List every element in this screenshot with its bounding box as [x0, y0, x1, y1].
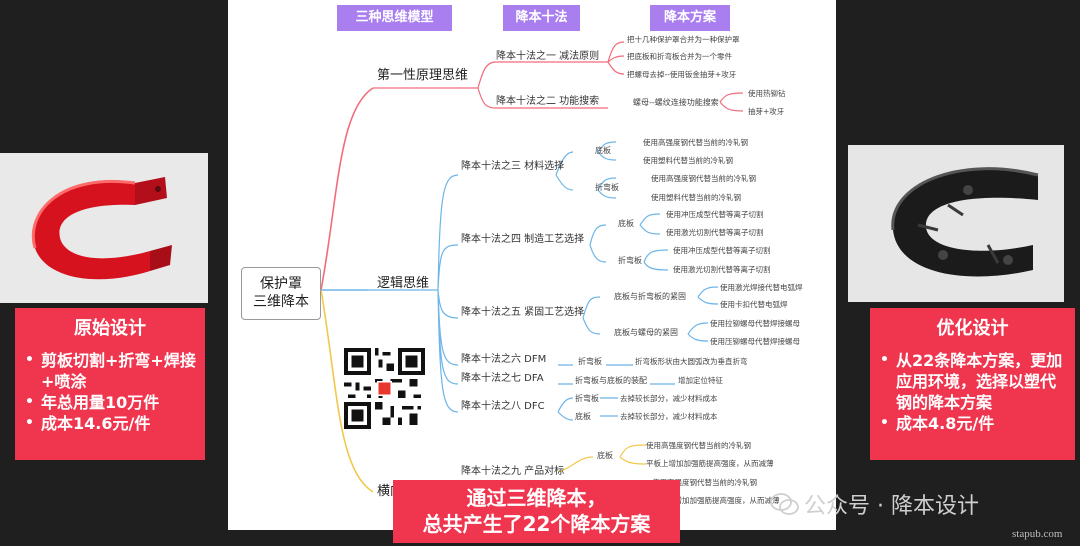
optimized-design-card: 优化设计 从22条降本方案，更加应用环境，选择以塑代钢的降本方案 成本4.8元/…	[870, 308, 1075, 460]
list-item: 成本4.8元/件	[880, 413, 1067, 434]
optimized-design-title: 优化设计	[936, 318, 1009, 339]
original-part-photo	[0, 153, 208, 303]
root-line-1: 保护罩	[260, 276, 302, 292]
branch-first-principle: 第一性原理思维	[377, 68, 469, 83]
sub-m3-a: 底板	[595, 146, 611, 155]
leaf-m4-3: 使用冲压成型代替等离子切割	[673, 246, 771, 255]
sub-m6-a: 折弯板	[578, 357, 602, 366]
leaf-m9-1: 使用高强度钢代替当前的冷轧钢	[646, 441, 751, 450]
sub-m9-a: 底板	[597, 451, 613, 460]
qr-code[interactable]	[344, 348, 425, 429]
sub-m5-b: 底板与螺母的紧固	[614, 328, 678, 337]
optimized-design-list: 从22条降本方案，更加应用环境，选择以塑代钢的降本方案 成本4.8元/件	[870, 350, 1075, 434]
leaf-m9-4: 平板上增加加强筋提高强度，从而减薄	[652, 496, 780, 505]
sub-m8-b: 底板	[575, 412, 591, 421]
leaf-m2-2: 抽芽+攻牙	[748, 107, 785, 116]
sub-m8-a: 折弯板	[575, 394, 599, 403]
method-4: 降本十法之四 制造工艺选择	[461, 234, 585, 245]
leaf-m4-1: 使用冲压成型代替等离子切割	[666, 210, 764, 219]
root-line-2: 三维降本	[253, 294, 309, 310]
optimized-part-photo	[848, 145, 1064, 302]
banner-line-2: 总共产生了22个降本方案	[422, 512, 651, 536]
leaf-m4-2: 使用激光切割代替等离子切割	[666, 228, 764, 237]
leaf-m8-1: 去掉较长部分，减少材料成本	[620, 394, 718, 403]
method-9: 降本十法之九 产品对标	[461, 466, 565, 477]
watermark-url: stapub.com	[1012, 528, 1063, 540]
leaf-m5-2: 使用卡扣代替电弧焊	[720, 300, 788, 309]
sub-m2-a: 螺母--螺纹连接功能搜索	[633, 98, 719, 107]
method-8: 降本十法之八 DFC	[461, 401, 545, 412]
header-thinking-models: 三种思维模型	[337, 5, 452, 31]
leaf-m1-3: 把螺母去掉--使用钣金抽芽+攻牙	[627, 70, 737, 79]
method-7: 降本十法之七 DFA	[461, 373, 544, 384]
wechat-icon	[770, 493, 799, 515]
mindmap-panel	[228, 0, 836, 530]
branch-logic: 逻辑思维	[377, 276, 430, 291]
leaf-m3-3: 使用高强度钢代替当前的冷轧钢	[651, 174, 756, 183]
leaf-m2-1: 使用热铆钻	[748, 89, 786, 98]
list-item: 从22条降本方案，更加应用环境，选择以塑代钢的降本方案	[880, 350, 1067, 413]
original-design-title: 原始设计	[74, 318, 146, 339]
banner-line-1: 通过三维降本，	[466, 486, 607, 510]
method-6: 降本十法之六 DFM	[461, 354, 547, 365]
original-design-list: 剪板切割+折弯+焊接+喷涂 年总用量10万件 成本14.6元/件	[15, 350, 205, 434]
sub-m3-b: 折弯板	[595, 183, 619, 192]
leaf-m3-2: 使用塑料代替当前的冷轧钢	[643, 156, 733, 165]
list-item: 成本14.6元/件	[25, 413, 197, 434]
leaf-m5-3: 使用拉铆螺母代替焊接螺母	[710, 319, 800, 328]
method-5: 降本十法之五 紧固工艺选择	[461, 307, 585, 318]
header-ten-methods: 降本十法	[503, 5, 580, 31]
method-2: 降本十法之二 功能搜索	[496, 96, 600, 107]
leaf-m8-2: 去掉较长部分，减少材料成本	[620, 412, 718, 421]
leaf-m3-1: 使用高强度钢代替当前的冷轧钢	[643, 138, 748, 147]
method-3: 降本十法之三 材料选择	[461, 161, 565, 172]
leaf-m3-4: 使用塑料代替当前的冷轧钢	[651, 193, 741, 202]
leaf-m7-1: 增加定位特征	[678, 376, 723, 385]
leaf-m1-1: 把十几种保护罩合并为一种保护罩	[627, 35, 740, 44]
list-item: 年总用量10万件	[25, 392, 197, 413]
leaf-m4-4: 使用激光切割代替等离子切割	[673, 265, 771, 274]
sub-m4-b: 折弯板	[618, 256, 642, 265]
leaf-m6-1: 折弯板形状由大圆弧改为垂直折弯	[635, 357, 748, 366]
leaf-m5-1: 使用激光焊接代替电弧焊	[720, 283, 803, 292]
sub-m5-a: 底板与折弯板的紧固	[614, 292, 686, 301]
method-1: 降本十法之一 减法原则	[496, 51, 600, 62]
leaf-m9-3: 使用高强度钢代替当前的冷轧钢	[652, 478, 757, 487]
original-design-card: 原始设计 剪板切割+折弯+焊接+喷涂 年总用量10万件 成本14.6元/件	[15, 308, 205, 460]
sub-m4-a: 底板	[618, 219, 634, 228]
list-item: 剪板切割+折弯+焊接+喷涂	[25, 350, 197, 392]
summary-banner: 通过三维降本， 总共产生了22个降本方案	[393, 480, 680, 543]
sub-m7-a: 折弯板与底板的装配	[575, 376, 647, 385]
header-cost-plans: 降本方案	[650, 5, 730, 31]
leaf-m5-4: 使用压铆螺母代替焊接螺母	[710, 337, 800, 346]
watermark-text: 公众号 · 降本设计	[804, 494, 979, 519]
root-node: 保护罩 三维降本	[241, 267, 321, 320]
leaf-m1-2: 把底板和折弯板合并为一个零件	[627, 52, 732, 61]
mindmap-connectors	[320, 41, 744, 493]
leaf-m9-2: 平板上增加加强筋提高强度，从而减薄	[646, 459, 774, 468]
